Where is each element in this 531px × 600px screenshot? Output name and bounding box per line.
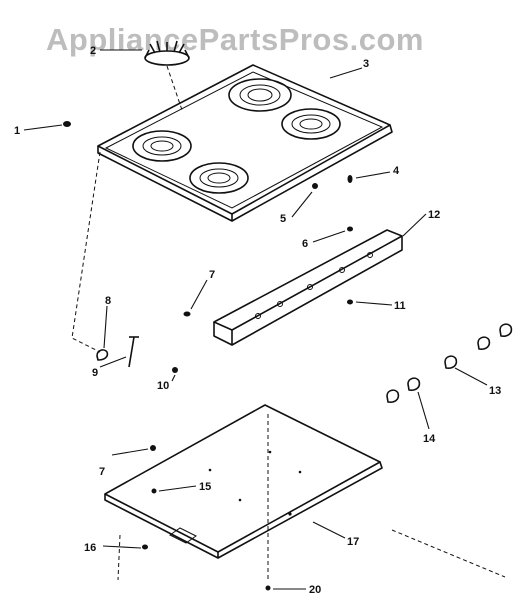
part-13-feet (444, 323, 513, 369)
part-9-pin (128, 336, 139, 368)
callout-4: 4 (393, 165, 400, 177)
burner-front-left (189, 162, 249, 194)
callout-8: 8 (105, 295, 111, 307)
callout-12: 12 (428, 209, 440, 221)
callout-3: 3 (363, 58, 369, 70)
callout-13: 13 (489, 385, 501, 397)
callout-2: 2 (90, 45, 96, 57)
callout-5: 5 (280, 213, 286, 225)
callout-6: 6 (302, 238, 308, 250)
cooktop-assembly (97, 64, 393, 222)
part-7-screw-lower (150, 445, 156, 451)
callout-10: 10 (157, 380, 169, 392)
watermark-text: AppliancePartsPros.com (46, 22, 424, 57)
callout-17: 17 (347, 536, 359, 548)
part-20-screw (265, 585, 271, 591)
callout-7-upper: 7 (209, 269, 215, 281)
bottom-tray-part (104, 404, 383, 559)
part-1-screw (63, 121, 71, 127)
callout-11: 11 (394, 300, 406, 312)
callout-20: 20 (309, 584, 321, 596)
part-14-feet (386, 377, 421, 403)
part-16-screw (142, 544, 148, 550)
burner-right (281, 108, 341, 140)
part-7-screw-upper (183, 311, 191, 317)
part-10-screw (172, 367, 178, 373)
part-8-clip (96, 349, 109, 361)
burner-left (132, 130, 192, 162)
part-4-screw (347, 175, 353, 183)
burner-grate-part (144, 40, 190, 111)
part-6-screw (347, 226, 353, 232)
callout-7-lower: 7 (99, 466, 105, 478)
burner-rear-right (228, 78, 292, 112)
callout-9: 9 (92, 367, 98, 379)
callout-14: 14 (423, 433, 436, 445)
callout-15: 15 (199, 481, 211, 493)
bracket-part (213, 229, 403, 346)
callout-16: 16 (84, 542, 96, 554)
part-5-screw (312, 183, 318, 189)
part-11-screw (347, 299, 353, 305)
callout-1: 1 (14, 125, 20, 137)
part-15-screw (151, 488, 157, 494)
